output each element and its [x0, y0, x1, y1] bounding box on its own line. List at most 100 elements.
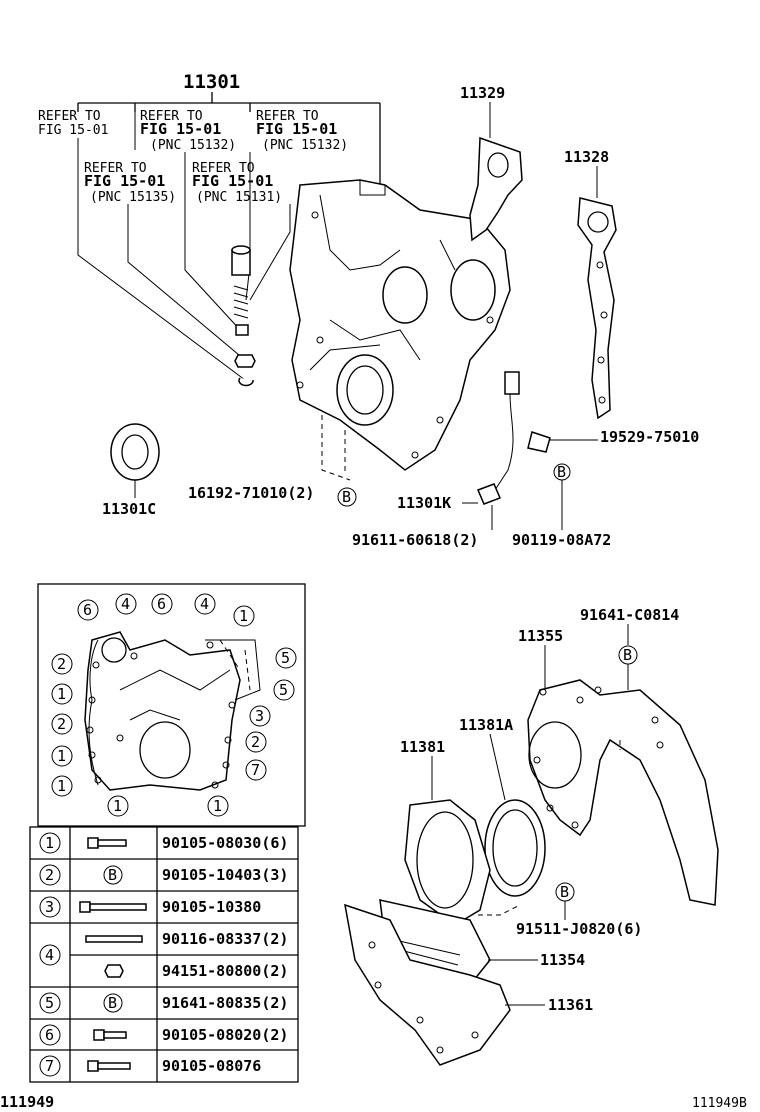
inset-key-5: 5: [275, 647, 297, 669]
ref-bracket-11301: 11301 REFER TO FIG 15-01 REFER TO FIG 15…: [38, 71, 381, 381]
svg-text:B: B: [557, 463, 566, 481]
inset-key-2: 2: [245, 731, 267, 753]
label-11381A: 11381A: [459, 716, 513, 734]
svg-text:4: 4: [45, 946, 54, 964]
svg-text:7: 7: [45, 1057, 54, 1075]
svg-text:3: 3: [45, 898, 54, 916]
gasket-11328: 11328: [564, 148, 617, 420]
table-part-number: 94151-80800(2): [162, 962, 288, 980]
label-91641C: 91641-C0814: [580, 606, 679, 624]
svg-text:6: 6: [83, 601, 92, 619]
svg-text:7: 7: [251, 761, 260, 779]
inset-key-2: 2: [51, 713, 73, 735]
ref-note-4-line1: REFER TO: [84, 161, 147, 176]
ref-note-2-line1: REFER TO: [140, 109, 203, 124]
svg-text:2: 2: [57, 655, 66, 673]
label-11361: 11361: [548, 996, 593, 1014]
table-key-2: 2: [39, 864, 61, 886]
table-part-number: 90105-08020(2): [162, 1026, 288, 1044]
svg-text:1: 1: [57, 777, 66, 795]
label-11328: 11328: [564, 148, 609, 166]
svg-text:5: 5: [281, 649, 290, 667]
label-91611: 91611-60618(2): [352, 531, 478, 549]
oil-seal-11381A: 11381A: [459, 716, 546, 897]
table-b-marker: B: [103, 993, 123, 1013]
dashed-leader-16192: [321, 415, 351, 481]
svg-text:5: 5: [45, 994, 54, 1012]
inset-key-1: 1: [51, 683, 73, 705]
inset-key-7: 7: [245, 759, 267, 781]
ref-note-4-line3: (PNC 15135): [90, 190, 176, 205]
gasket-11329: 11329: [460, 84, 523, 242]
ref-note-3-line2: FIG 15-01: [256, 120, 337, 138]
label-11301C: 11301C: [102, 500, 156, 518]
ref-note-1-line2: FIG 15-01: [38, 123, 108, 138]
inset-key-1: 1: [233, 605, 255, 627]
inset-bolt-dots: [86, 641, 236, 789]
label-91511: 91511-J0820(6): [516, 920, 642, 938]
svg-text:1: 1: [45, 834, 54, 852]
inset-key-1: 1: [107, 795, 129, 817]
inset-key-4: 4: [194, 593, 216, 615]
svg-text:2: 2: [57, 715, 66, 733]
inset-key-1: 1: [51, 745, 73, 767]
table-part-number: 90116-08337(2): [162, 930, 288, 948]
label-11381: 11381: [400, 738, 445, 756]
spring: [233, 285, 249, 319]
table-part-number: 90105-08030(6): [162, 834, 288, 852]
svg-text:2: 2: [251, 733, 260, 751]
svg-text:2: 2: [45, 866, 54, 884]
inset-key-1: 1: [51, 775, 73, 797]
ref-note-1-line1: REFER TO: [38, 109, 101, 124]
timing-cover: [289, 179, 511, 471]
sensor-group: 19529-75010: [477, 371, 699, 505]
label-11355: 11355: [518, 627, 563, 645]
svg-text:5: 5: [279, 681, 288, 699]
stud-icon-4: [85, 935, 143, 943]
bolt-icon-1: [87, 837, 127, 849]
svg-text:B: B: [560, 883, 569, 901]
svg-text:4: 4: [200, 595, 209, 613]
bolt-icon-7: [87, 1060, 131, 1072]
svg-text:6: 6: [157, 595, 166, 613]
inset-key-4: 4: [115, 593, 137, 615]
table-part-number: 90105-10380: [162, 898, 261, 916]
rear-plate-11355: 91641-C0814 B 11355: [518, 606, 719, 906]
label-19529: 19529-75010: [600, 428, 699, 446]
footer-left-code: 111949: [0, 1093, 54, 1111]
label-90119: 90119-08A72: [512, 531, 611, 549]
plate-11354: 11354: [379, 899, 585, 986]
ref-note-5-line3: (PNC 15131): [196, 190, 282, 205]
svg-text:1: 1: [57, 747, 66, 765]
nut: [234, 354, 256, 368]
label-11301: 11301: [183, 71, 240, 93]
ref-note-3-line3: (PNC 15132): [262, 138, 348, 153]
clip: [238, 377, 254, 387]
svg-text:6: 6: [45, 1026, 54, 1044]
table-key-7: 7: [39, 1055, 61, 1077]
svg-text:B: B: [108, 994, 117, 1012]
ref-note-4-line2: FIG 15-01: [84, 172, 165, 190]
inset-key-6: 6: [77, 599, 99, 621]
svg-text:1: 1: [239, 607, 248, 625]
ref-note-3-line1: REFER TO: [256, 109, 319, 124]
ref-note-2-line3: (PNC 15132): [150, 138, 236, 153]
svg-text:B: B: [108, 866, 117, 884]
table-part-number: 91641-80835(2): [162, 994, 288, 1012]
small-parts-group: [231, 245, 256, 387]
svg-text:1: 1: [57, 685, 66, 703]
table-key-3: 3: [39, 896, 61, 918]
label-11301K: 11301K: [397, 494, 451, 512]
plate-11361: 11361: [344, 903, 593, 1066]
svg-text:4: 4: [121, 595, 130, 613]
label-16192: 16192-71010(2): [188, 484, 314, 502]
nut-icon-4: [104, 964, 124, 978]
inset-key-1: 1: [207, 795, 229, 817]
bolt-icon-6: [93, 1029, 127, 1041]
oil-seal-11301C: 11301C: [102, 423, 160, 518]
inset-key-3: 3: [249, 705, 271, 727]
